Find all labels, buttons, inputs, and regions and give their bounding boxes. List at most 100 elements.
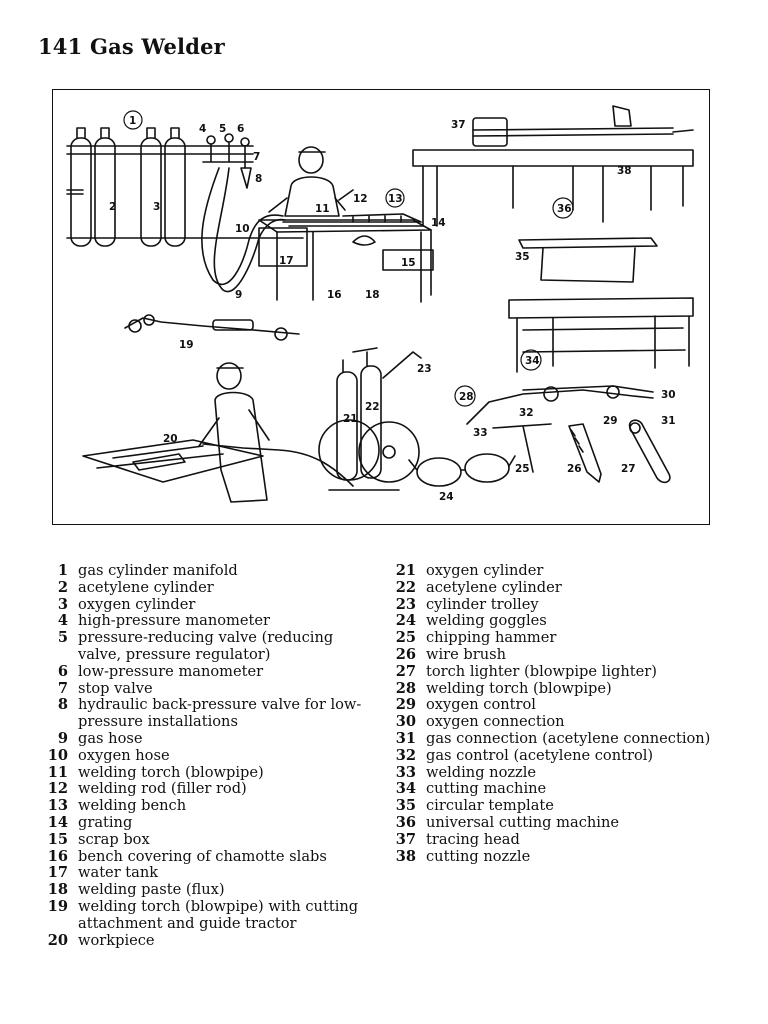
legend-text: welding rod (filler rod) bbox=[78, 780, 247, 798]
legend-number: 14 bbox=[47, 813, 68, 831]
callout-35: 35 bbox=[515, 251, 530, 263]
legend-text: low-pressure manometer bbox=[78, 662, 264, 680]
legend-entry: 14 grating bbox=[44, 813, 374, 832]
legend-number: 24 bbox=[395, 612, 416, 630]
legend-entry: 33 welding nozzle bbox=[392, 763, 712, 782]
callout-38: 38 bbox=[617, 165, 632, 177]
torch-with-cutting-attachment-drawing bbox=[124, 314, 300, 341]
legend-text: workpiece bbox=[78, 931, 155, 949]
legend-text: scrap box bbox=[78, 830, 150, 848]
callout-25: 25 bbox=[515, 463, 530, 475]
callout-31: 31 bbox=[661, 415, 676, 427]
legend-number: 19 bbox=[47, 897, 68, 915]
legend-text: oxygen control bbox=[426, 696, 536, 714]
legend-text: wire brush bbox=[426, 645, 507, 663]
legend-text: cutting nozzle bbox=[426, 847, 531, 865]
gas-hose-drawing bbox=[201, 167, 284, 286]
legend-text: bench covering of chamotte slabs bbox=[78, 847, 327, 865]
callout-16: 16 bbox=[327, 289, 342, 301]
callout-14: 14 bbox=[431, 217, 446, 229]
callout-5: 5 bbox=[219, 123, 226, 135]
legend-number: 2 bbox=[57, 578, 68, 596]
wire-brush-drawing bbox=[568, 423, 602, 483]
callout-2: 2 bbox=[109, 201, 116, 213]
legend-text: chipping hammer bbox=[426, 629, 557, 647]
legend-number: 12 bbox=[47, 780, 68, 798]
legend-entry: 22 acetylene cylinder bbox=[392, 578, 712, 597]
legend-number: 3 bbox=[57, 595, 68, 613]
legend-text: water tank bbox=[78, 864, 159, 882]
legend-text: welding torch (blowpipe) with cutting at… bbox=[78, 897, 359, 932]
legend-number: 38 bbox=[395, 847, 416, 865]
legend-number: 33 bbox=[395, 763, 416, 781]
callout-1: 1 bbox=[129, 115, 136, 127]
legend-text: universal cutting machine bbox=[426, 813, 619, 831]
legend-text: welding torch (blowpipe) bbox=[78, 763, 264, 781]
callout-18: 18 bbox=[365, 289, 380, 301]
welding-torch-drawing bbox=[466, 385, 654, 425]
legend-text: welding paste (flux) bbox=[78, 881, 225, 899]
legend-text: acetylene cylinder bbox=[426, 578, 562, 596]
callout-33: 33 bbox=[473, 427, 488, 439]
legend-entry: 19 welding torch (blowpipe) with cutting … bbox=[44, 897, 374, 933]
legend-text: grating bbox=[78, 813, 133, 831]
legend-number: 4 bbox=[57, 612, 68, 630]
legend-number: 21 bbox=[395, 562, 416, 579]
callout-10: 10 bbox=[235, 223, 250, 235]
chipping-hammer-drawing bbox=[492, 423, 552, 473]
legend-entry: 18 welding paste (flux) bbox=[44, 881, 374, 899]
legend-entry: 3 oxygen cylinder bbox=[44, 595, 374, 614]
legend-number: 36 bbox=[395, 813, 416, 831]
callout-7: 7 bbox=[253, 151, 260, 163]
legend-number: 18 bbox=[47, 881, 68, 899]
callout-29: 29 bbox=[603, 415, 618, 427]
legend-entry: 2 acetylene cylinder bbox=[44, 578, 374, 597]
legend-text: oxygen connection bbox=[426, 713, 565, 731]
legend-text: stop valve bbox=[78, 679, 153, 697]
legend-text: oxygen cylinder bbox=[78, 595, 196, 613]
gas-welder-illustration: 1 2 3 4 5 6 7 8 9 10 11 12 13 14 15 16 1… bbox=[66, 105, 694, 503]
legend-entry: 26 wire brush bbox=[392, 645, 712, 664]
callout-12: 12 bbox=[353, 193, 368, 205]
legend-number: 32 bbox=[395, 746, 416, 764]
legend-text: gas connection (acetylene connection) bbox=[426, 729, 711, 747]
tracing-table-drawing bbox=[412, 105, 694, 227]
callout-36: 36 bbox=[557, 203, 572, 215]
callout-13: 13 bbox=[388, 193, 403, 205]
legend-number: 15 bbox=[47, 830, 68, 848]
callout-15: 15 bbox=[401, 257, 416, 269]
legend-text: welding nozzle bbox=[426, 763, 537, 781]
callout-9: 9 bbox=[235, 289, 242, 301]
legend-entry: 17 water tank bbox=[44, 865, 374, 882]
legend-text: tracing head bbox=[426, 830, 520, 848]
callout-19: 19 bbox=[179, 339, 194, 351]
callout-30: 30 bbox=[661, 389, 676, 401]
legend-number: 5 bbox=[57, 629, 68, 647]
legend-text: acetylene cylinder bbox=[78, 578, 214, 596]
legend-number: 16 bbox=[47, 847, 68, 865]
callout-4: 4 bbox=[199, 123, 206, 135]
legend-number: 17 bbox=[47, 864, 68, 882]
cylinder-manifold-drawing bbox=[66, 127, 304, 247]
legend-number: 26 bbox=[395, 645, 416, 663]
legend-text: oxygen cylinder bbox=[426, 562, 544, 579]
callout-27: 27 bbox=[621, 463, 636, 475]
legend-number: 22 bbox=[395, 578, 416, 596]
